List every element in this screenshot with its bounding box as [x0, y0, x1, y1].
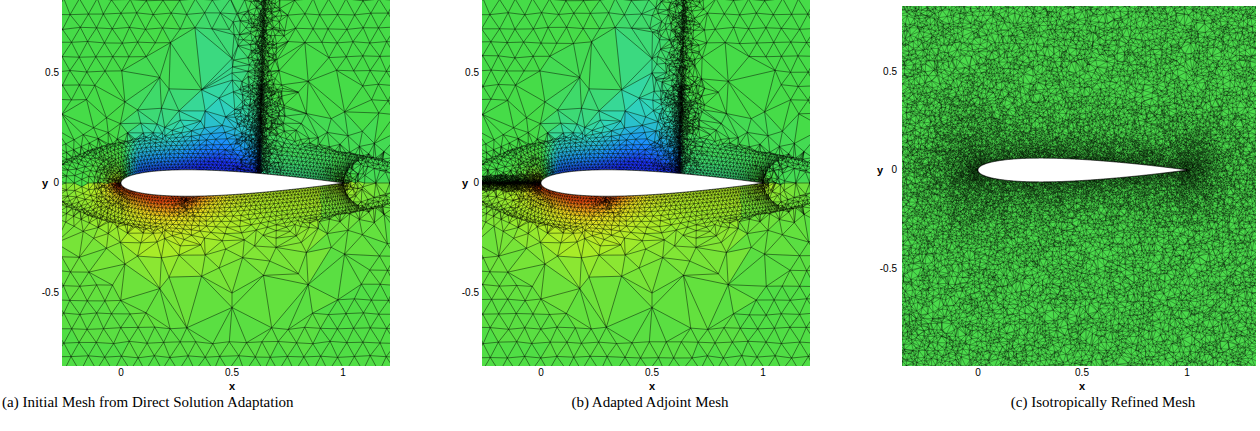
axis-title: x — [1079, 380, 1085, 393]
axis-tick-label: 1 — [340, 367, 346, 379]
mesh-panel — [482, 0, 810, 366]
airfoil-shape — [541, 170, 763, 196]
axis-tick-label: 0 — [891, 164, 897, 176]
axis-title: y — [462, 177, 468, 190]
axis-tick-label: -0.5 — [42, 287, 59, 299]
mesh-panel — [902, 6, 1256, 366]
contour-cells — [62, 0, 390, 366]
subfigure-caption: (c) Isotropically Refined Mesh — [1011, 394, 1196, 411]
axis-title: y — [42, 177, 48, 190]
mesh-edges — [482, 0, 810, 366]
axis-title: x — [229, 380, 235, 393]
axis-tick-label: 0.5 — [465, 67, 479, 79]
axis-tick-label: -0.5 — [880, 263, 897, 275]
subfigure-caption: (a) Initial Mesh from Direct Solution Ad… — [2, 394, 307, 411]
airfoil-shape — [978, 158, 1187, 182]
contour-cells — [482, 0, 810, 366]
axis-tick-label: -0.5 — [462, 287, 479, 299]
axis-tick-label: 0.5 — [225, 367, 239, 379]
axis-tick-label: 0 — [118, 367, 124, 379]
axis-tick-label: 0 — [53, 177, 59, 189]
airfoil-shape — [121, 170, 343, 196]
mesh-panel — [62, 0, 390, 366]
mesh-edges — [902, 6, 1256, 366]
axis-tick-label: 0.5 — [45, 67, 59, 79]
axis-title: y — [877, 164, 883, 177]
axis-tick-label: 1 — [1184, 367, 1190, 379]
axis-tick-label: 0 — [473, 177, 479, 189]
axis-tick-label: 1 — [760, 367, 766, 379]
axis-title: x — [649, 380, 655, 393]
axis-tick-label: 0.5 — [1075, 367, 1089, 379]
axis-tick-label: 0.5 — [883, 66, 897, 78]
axis-tick-label: 0 — [538, 367, 544, 379]
mesh-edges — [62, 0, 390, 366]
subfigure-caption: (b) Adapted Adjoint Mesh — [571, 394, 728, 411]
axis-tick-label: 0 — [975, 367, 981, 379]
axis-tick-label: 0.5 — [645, 367, 659, 379]
